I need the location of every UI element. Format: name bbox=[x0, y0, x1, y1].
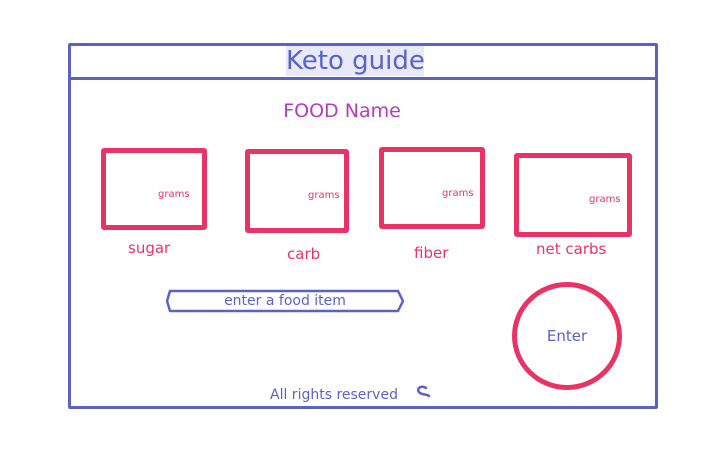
net-carbs-unit: grams bbox=[589, 194, 621, 205]
carb-value-box: grams bbox=[245, 149, 349, 233]
fiber-value-box: grams bbox=[379, 147, 485, 229]
app-window bbox=[68, 43, 658, 409]
carb-label: carb bbox=[287, 245, 321, 263]
net-carbs-value-box: grams bbox=[514, 153, 632, 237]
sugar-unit: grams bbox=[158, 189, 190, 200]
food-name-heading: FOOD Name bbox=[283, 100, 401, 122]
net-carbs-label: net carbs bbox=[536, 240, 607, 258]
sugar-label: sugar bbox=[128, 239, 171, 257]
fiber-label: fiber bbox=[414, 244, 449, 262]
search-field-outline bbox=[166, 289, 404, 313]
app-title: Keto guide bbox=[286, 46, 425, 76]
carb-unit: grams bbox=[308, 190, 340, 201]
enter-button[interactable]: Enter bbox=[512, 282, 622, 390]
food-search-input[interactable] bbox=[178, 291, 392, 311]
title-bar bbox=[68, 43, 658, 80]
copyright-mark-icon bbox=[417, 385, 431, 398]
sugar-value-box: grams bbox=[101, 148, 207, 230]
food-search-field[interactable] bbox=[166, 289, 404, 313]
footer-copyright: All rights reserved bbox=[270, 387, 398, 403]
fiber-unit: grams bbox=[442, 188, 474, 199]
